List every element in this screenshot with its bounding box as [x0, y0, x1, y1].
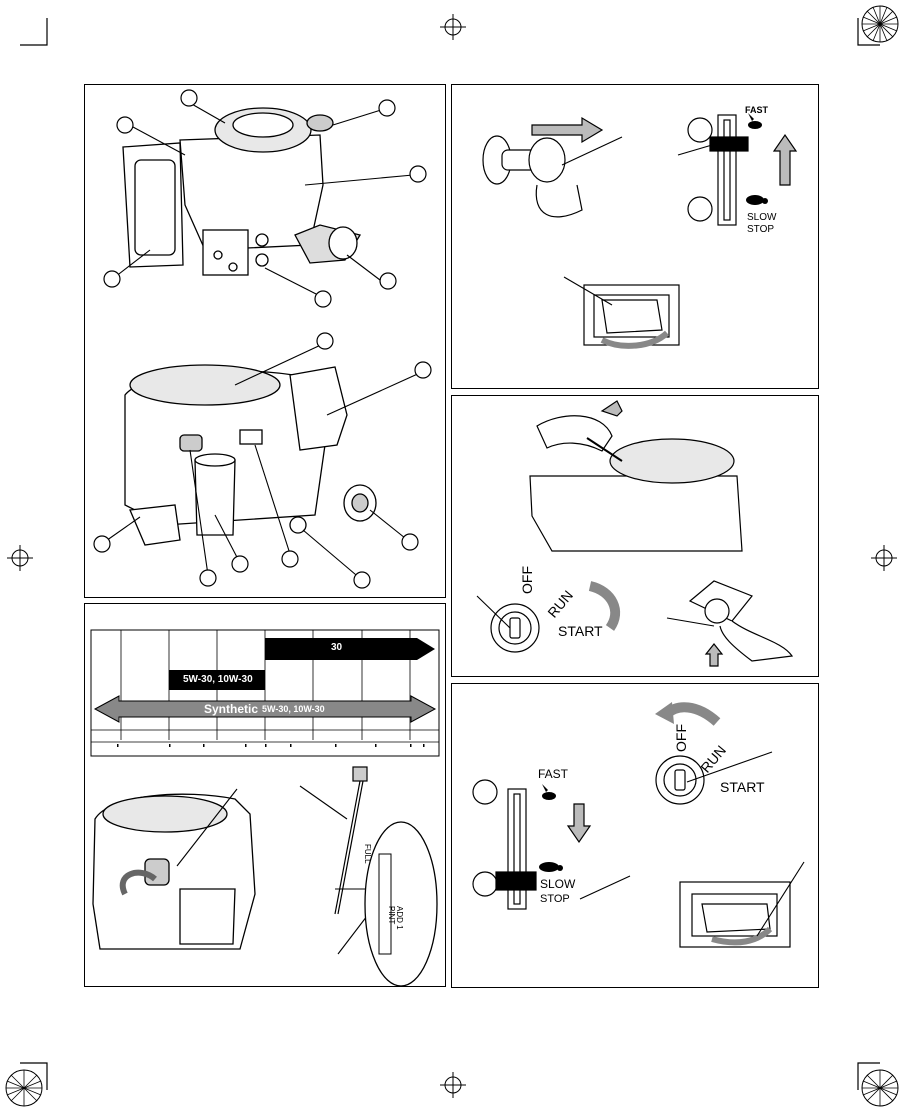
stop-key-off-label: OFF — [674, 724, 688, 752]
turtle-icon — [746, 195, 768, 205]
rabbit-icon — [748, 113, 762, 129]
engine-top-view — [123, 108, 360, 275]
key-switch-icon — [491, 604, 539, 652]
key-off-label: OFF — [520, 566, 534, 594]
stop-throttle-slow-label: SLOW — [540, 878, 575, 890]
choke-throttle-panel: FAST SLOW STOP — [451, 84, 819, 389]
key-start-label: START — [558, 624, 603, 638]
throttle-slow-label: SLOW — [747, 213, 776, 223]
engine-bottom-view — [125, 365, 376, 545]
engine-overview-panel — [84, 84, 446, 598]
stopping-panel: FAST SLOW STOP OFF RUN START — [451, 683, 819, 988]
stop-throttle-stop-label: STOP — [540, 894, 570, 905]
starting-drawing — [452, 396, 820, 678]
dipstick-icon — [335, 767, 367, 914]
stop-throttle-fast-label: FAST — [538, 768, 568, 780]
starting-panel: OFF RUN START — [451, 395, 819, 677]
throttle-stop-label: STOP — [747, 225, 774, 235]
turtle-icon — [539, 862, 563, 872]
stop-key-start-label: START — [720, 780, 765, 794]
choke-throttle-drawing — [452, 85, 820, 390]
stopping-drawing — [452, 684, 820, 989]
oil-panel: 30 5W-30, 10W-30 Synthetic 5W-30, 10W-30… — [84, 603, 446, 987]
key-switch-icon — [656, 756, 704, 804]
rabbit-icon — [542, 784, 556, 800]
engine-overview-drawing — [85, 85, 447, 599]
dipstick-magnified — [365, 822, 437, 986]
dipstick-full-mark: FULL — [363, 844, 371, 864]
dipstick-add-mark: ADD 1 PINT — [387, 906, 403, 948]
throttle-fast-label: FAST — [745, 106, 768, 115]
